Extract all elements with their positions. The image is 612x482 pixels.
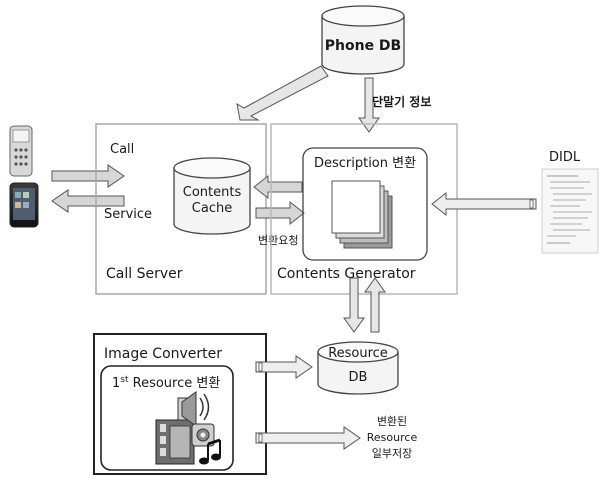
phone-db-cylinder: Phone DB bbox=[321, 5, 405, 75]
arrow-terminal-info bbox=[358, 77, 380, 133]
call-label: Call bbox=[110, 142, 134, 157]
contents-cache-label-line1: Contents bbox=[183, 185, 242, 200]
arrow-image-converter-to-resource-db bbox=[255, 355, 313, 379]
description-conversion-label: Description 변환 bbox=[314, 156, 416, 171]
call-server-title: Call Server bbox=[106, 266, 183, 282]
feature-phone-icon bbox=[9, 125, 33, 177]
arrow-generator-to-cache bbox=[253, 174, 303, 200]
convert-request-label: 변환요청 bbox=[258, 234, 298, 247]
resource-db-cylinder: Resource DB bbox=[317, 341, 399, 395]
smartphone-icon bbox=[9, 182, 39, 228]
resource-db-label-line2: DB bbox=[349, 370, 368, 385]
didl-document-icon bbox=[541, 168, 599, 254]
converted-note-line3: 일부저장 bbox=[372, 446, 412, 460]
phone-db-label: Phone DB bbox=[325, 38, 401, 54]
resource-db-label-line1: Resource bbox=[328, 346, 388, 361]
converted-note-line1: 변환된 bbox=[377, 415, 407, 428]
arrow-didl-to-description bbox=[431, 191, 537, 217]
image-converter-title: Image Converter bbox=[104, 346, 222, 362]
arrow-call-request bbox=[51, 164, 125, 188]
arrow-image-converter-to-partial-store bbox=[255, 426, 361, 450]
contents-cache-label-line2: Cache bbox=[192, 201, 232, 216]
didl-label: DIDL bbox=[549, 150, 581, 165]
arrow-convert-request bbox=[255, 200, 305, 226]
converted-note-line2: Resource bbox=[367, 431, 418, 444]
terminal-info-label: 단말기 정보 bbox=[372, 94, 431, 109]
arrow-generator-to-resource-db bbox=[343, 277, 365, 333]
multimedia-icon bbox=[155, 391, 221, 465]
contents-generator-title: Contents Generator bbox=[277, 266, 416, 282]
contents-cache-cylinder: Contents Cache bbox=[173, 157, 251, 235]
first-resource-conversion-box bbox=[100, 365, 234, 471]
image-converter-box bbox=[93, 333, 267, 475]
first-resource-conversion-label: 1st Resource 변환 bbox=[112, 375, 220, 391]
arrow-phone-db-to-call-server bbox=[236, 65, 329, 121]
arrow-resource-db-to-generator bbox=[364, 277, 386, 333]
document-stack-icon bbox=[331, 180, 393, 249]
description-conversion-box bbox=[302, 147, 428, 261]
arrow-service-response bbox=[51, 189, 125, 213]
service-label: Service bbox=[104, 207, 152, 222]
